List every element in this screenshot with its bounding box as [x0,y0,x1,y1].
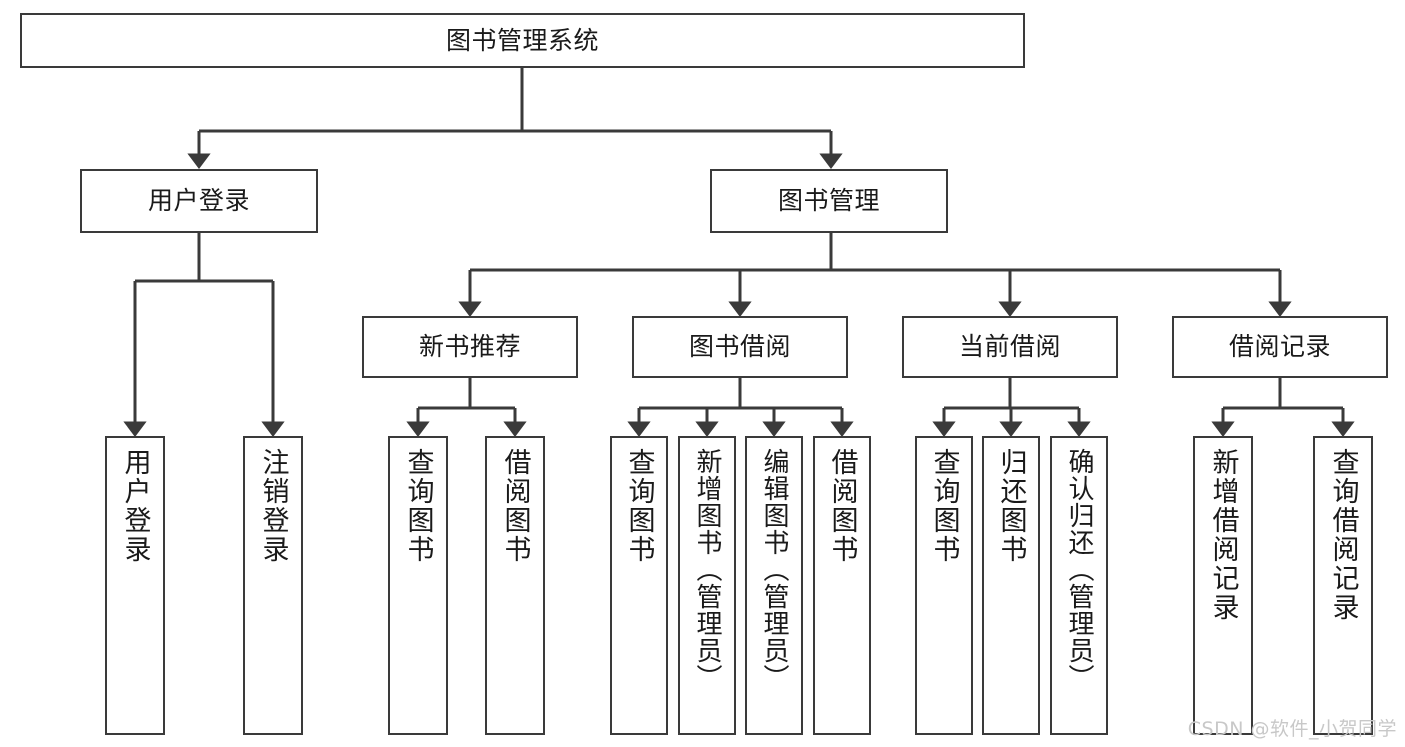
node-leaf-user-login[interactable]: 用户登录 [105,436,165,735]
node-leaf-add-borrow-record-label: 新增借阅记录 [1207,448,1239,622]
node-borrow-record-label: 借阅记录 [1228,332,1331,361]
node-book-borrow-label: 图书借阅 [688,332,791,361]
node-leaf-borrow-book-1-label: 借阅图书 [499,448,531,564]
node-user-login[interactable]: 用户登录 [80,169,318,233]
node-book-management-label: 图书管理 [777,186,880,215]
node-root-label: 图书管理系统 [445,25,599,55]
node-current-borrow-label: 当前借阅 [958,332,1061,361]
node-leaf-query-book-2[interactable]: 查询图书 [610,436,668,735]
node-leaf-return-book[interactable]: 归还图书 [982,436,1040,735]
node-leaf-query-book-1-label: 查询图书 [402,448,434,564]
node-leaf-query-borrow-record[interactable]: 查询借阅记录 [1313,436,1373,735]
node-leaf-query-book-2-label: 查询图书 [623,448,655,564]
node-leaf-edit-book-admin[interactable]: 编辑图书（管理员） [745,436,803,735]
node-current-borrow[interactable]: 当前借阅 [902,316,1118,378]
node-book-borrow[interactable]: 图书借阅 [632,316,848,378]
node-leaf-edit-book-admin-label: 编辑图书（管理员） [759,448,789,691]
node-new-book-recommend-label: 新书推荐 [418,332,521,361]
node-leaf-return-book-label: 归还图书 [995,448,1027,564]
node-leaf-confirm-return-admin[interactable]: 确认归还（管理员） [1050,436,1108,735]
node-leaf-query-book-3-label: 查询图书 [928,448,960,564]
node-user-login-label: 用户登录 [147,186,250,215]
node-leaf-add-borrow-record[interactable]: 新增借阅记录 [1193,436,1253,735]
node-leaf-logout-login-label: 注销登录 [257,448,289,564]
node-leaf-query-book-3[interactable]: 查询图书 [915,436,973,735]
watermark-text: CSDN @软件_小贺同学 [1187,718,1397,740]
node-leaf-borrow-book-2[interactable]: 借阅图书 [813,436,871,735]
node-leaf-query-borrow-record-label: 查询借阅记录 [1327,448,1359,622]
node-leaf-confirm-return-admin-label: 确认归还（管理员） [1064,448,1094,691]
node-leaf-logout-login[interactable]: 注销登录 [243,436,303,735]
node-new-book-recommend[interactable]: 新书推荐 [362,316,578,378]
node-borrow-record[interactable]: 借阅记录 [1172,316,1388,378]
node-book-management[interactable]: 图书管理 [710,169,948,233]
node-leaf-add-book-admin-label: 新增图书（管理员） [692,448,722,691]
node-leaf-user-login-label: 用户登录 [119,448,151,564]
node-leaf-borrow-book-2-label: 借阅图书 [826,448,858,564]
node-leaf-query-book-1[interactable]: 查询图书 [388,436,448,735]
node-leaf-borrow-book-1[interactable]: 借阅图书 [485,436,545,735]
node-leaf-add-book-admin[interactable]: 新增图书（管理员） [678,436,736,735]
node-root[interactable]: 图书管理系统 [20,13,1025,68]
